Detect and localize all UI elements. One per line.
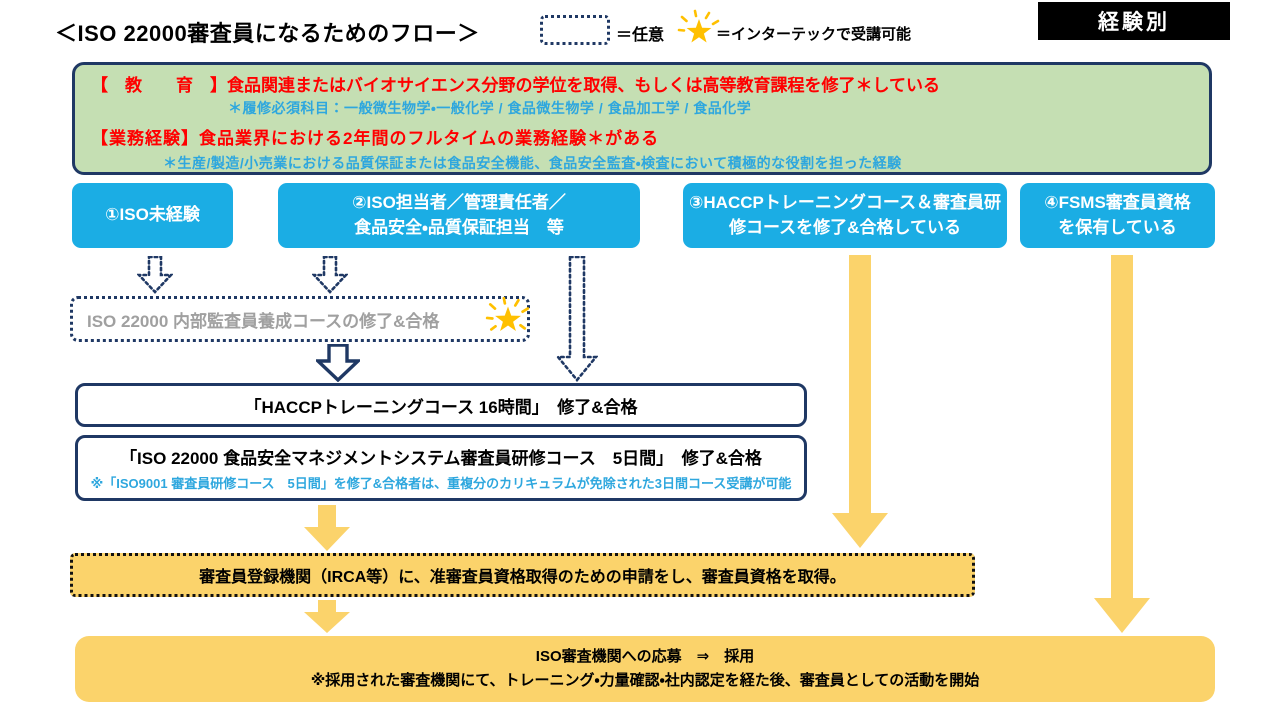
education-label: 【 教 育 】	[91, 76, 227, 95]
experience-box-2-line2: 食品安全・品質保証担当 等	[354, 217, 564, 237]
experience-box-2: ②ISO担当者／管理責任者／ 食品安全・品質保証担当 等	[278, 183, 640, 248]
education-requirement: 【 教 育 】食品関連またはバイオサイエンス分野の学位を取得、もしくは高等教育課…	[91, 71, 940, 96]
registration-label: 審査員登録機関（IRCA等）に、准審査員資格取得のための申請をし、審査員資格を取…	[199, 569, 846, 586]
experience-tag: 経験別	[1038, 2, 1230, 40]
experience-box-1: ①ISO未経験	[72, 183, 233, 248]
registration-box: 審査員登録機関（IRCA等）に、准審査員資格取得のための申請をし、審査員資格を取…	[70, 553, 975, 597]
auditor-course-title: 「ISO 22000 食品安全マネジメントシステム審査員研修コース 5日間」 修…	[120, 449, 762, 468]
sparkle-star-icon	[483, 294, 533, 344]
internal-audit-course-label: ISO 22000 内部監査員養成コースの修了&合格	[87, 311, 440, 331]
yellow-arrow-icon	[303, 505, 351, 551]
education-note: ＊履修必須科目：一般微生物学・一般化学 / 食品微生物学 / 食品加工学 / 食…	[228, 100, 752, 116]
application-line2: ※採用された審査機関にて、トレーニング・力量確認・社内認定を経た後、審査員として…	[310, 672, 980, 689]
application-line1: ISO審査機関への応募 ⇒ 採用	[535, 648, 755, 665]
work-text: 食品業界における2年間のフルタイムの業務経験＊がある	[199, 129, 660, 148]
legend-star-label: ＝インターテックで受講可能	[716, 26, 912, 43]
experience-box-4-line1: ④FSMS審査員資格	[1044, 192, 1191, 212]
experience-box-1-label: ①ISO未経験	[105, 205, 200, 225]
outline-arrow-icon	[316, 344, 360, 382]
internal-audit-course-box: ISO 22000 内部監査員養成コースの修了&合格	[70, 296, 530, 342]
experience-box-4: ④FSMS審査員資格 を保有している	[1020, 183, 1215, 248]
work-label: 【業務経験】	[91, 129, 199, 148]
education-text: 食品関連またはバイオサイエンス分野の学位を取得、もしくは高等教育課程を修了＊して…	[227, 76, 940, 95]
legend-optional-label: ＝任意	[616, 27, 665, 44]
experience-box-3-line1: ③HACCPトレーニングコース＆審査員研	[689, 192, 1001, 212]
experience-box-4-line2: を保有している	[1058, 217, 1177, 237]
optional-dashed-swatch-icon	[540, 15, 610, 45]
dotted-arrow-icon	[312, 256, 348, 294]
haccp-course-box: 「HACCPトレーニングコース 16時間」 修了&合格	[75, 383, 807, 427]
work-requirement: 【業務経験】食品業界における2年間のフルタイムの業務経験＊がある	[91, 124, 659, 149]
auditor-course-note: ※「ISO9001 審査員研修コース 5日間」を修了&合格者は、重複分のカリキュ…	[90, 476, 792, 491]
haccp-course-label: 「HACCPトレーニングコース 16時間」 修了&合格	[244, 397, 638, 417]
yellow-arrow-long-icon	[830, 255, 890, 549]
dotted-arrow-long-icon	[556, 256, 598, 382]
experience-box-3-line2: 修コースを修了&合格している	[729, 217, 961, 237]
yellow-arrow-icon	[303, 600, 351, 634]
dotted-arrow-icon	[137, 256, 173, 294]
experience-box-2-line1: ②ISO担当者／管理責任者／	[352, 192, 566, 212]
yellow-arrow-long-icon	[1092, 255, 1152, 634]
page-title: ＜ISO 22000審査員になるためのフロー＞	[55, 21, 480, 46]
requirements-box: 【 教 育 】食品関連またはバイオサイエンス分野の学位を取得、もしくは高等教育課…	[72, 62, 1212, 175]
auditor-course-box: 「ISO 22000 食品安全マネジメントシステム審査員研修コース 5日間」 修…	[75, 435, 807, 501]
sparkle-star-icon	[675, 7, 723, 55]
work-note: ＊生産/製造/小売業における品質保証または食品安全機能、食品安全監査・検査におい…	[163, 155, 902, 171]
experience-box-3: ③HACCPトレーニングコース＆審査員研 修コースを修了&合格している	[683, 183, 1007, 248]
application-box: ISO審査機関への応募 ⇒ 採用 ※採用された審査機関にて、トレーニング・力量確…	[75, 636, 1215, 702]
